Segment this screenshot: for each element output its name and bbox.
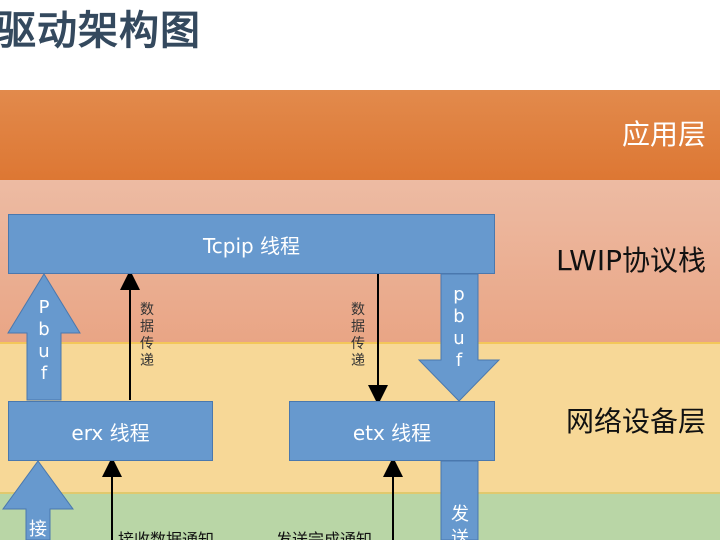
pbuf-up-char: P — [38, 297, 50, 318]
erx-thread-box: erx 线程 — [8, 401, 213, 461]
arrows-layer — [2, 270, 501, 540]
receive-up-arrow — [2, 460, 74, 540]
data-up-char: 数 — [140, 302, 154, 318]
pbuf-up-arrow — [7, 273, 81, 401]
tcpip-thread-box: Tcpip 线程 — [8, 214, 495, 274]
send-down-arrow — [440, 460, 479, 540]
erx-thread-label: erx 线程 — [71, 420, 150, 445]
data-down-char: 传 — [351, 336, 365, 352]
pbuf-down-char: p — [453, 284, 465, 305]
driver-architecture-diagram: 应用层 LWIP协议栈 网络设备层 Tcpip 线程 erx 线程 etx 线程… — [0, 90, 720, 540]
pbuf-down-arrow — [417, 273, 501, 402]
data-up-char: 递 — [140, 353, 154, 369]
send-notify-label: 发送完成通知 — [276, 530, 373, 540]
page-title: 驱动架构图 — [0, 8, 201, 54]
data-up-label: 数 据 传 递 — [139, 302, 155, 370]
send-label-2: 送 — [451, 528, 469, 540]
etx-thread-label: etx 线程 — [352, 420, 432, 445]
recv-notify-label: 接收数据通知 — [118, 530, 215, 540]
pbuf-up-char: u — [38, 341, 50, 362]
hardware-layer — [0, 492, 720, 540]
etx-thread-box: etx 线程 — [289, 401, 495, 461]
application-layer — [0, 90, 720, 180]
tcpip-thread-label: Tcpip 线程 — [202, 233, 301, 258]
application-layer-label: 应用层 — [621, 118, 706, 151]
send-label: 发 — [451, 504, 469, 525]
data-down-char: 数 — [351, 302, 365, 318]
pbuf-down-label: p b u f — [449, 284, 469, 372]
pbuf-up-char: b — [38, 319, 50, 340]
receive-label: 接 — [29, 519, 47, 540]
network-layer-label: 网络设备层 — [565, 405, 706, 438]
data-up-char: 传 — [140, 336, 154, 352]
pbuf-up-char: f — [40, 363, 48, 384]
lwip-layer-label: LWIP协议栈 — [556, 244, 706, 277]
pbuf-down-char: b — [453, 306, 465, 327]
data-down-label: 数 据 传 递 — [350, 302, 366, 370]
pbuf-up-label: P b u f — [34, 297, 54, 385]
pbuf-down-char: u — [453, 328, 465, 349]
data-down-char: 递 — [351, 353, 365, 369]
data-up-char: 据 — [140, 319, 154, 335]
data-down-char: 据 — [351, 319, 365, 335]
pbuf-down-char: f — [455, 350, 463, 371]
